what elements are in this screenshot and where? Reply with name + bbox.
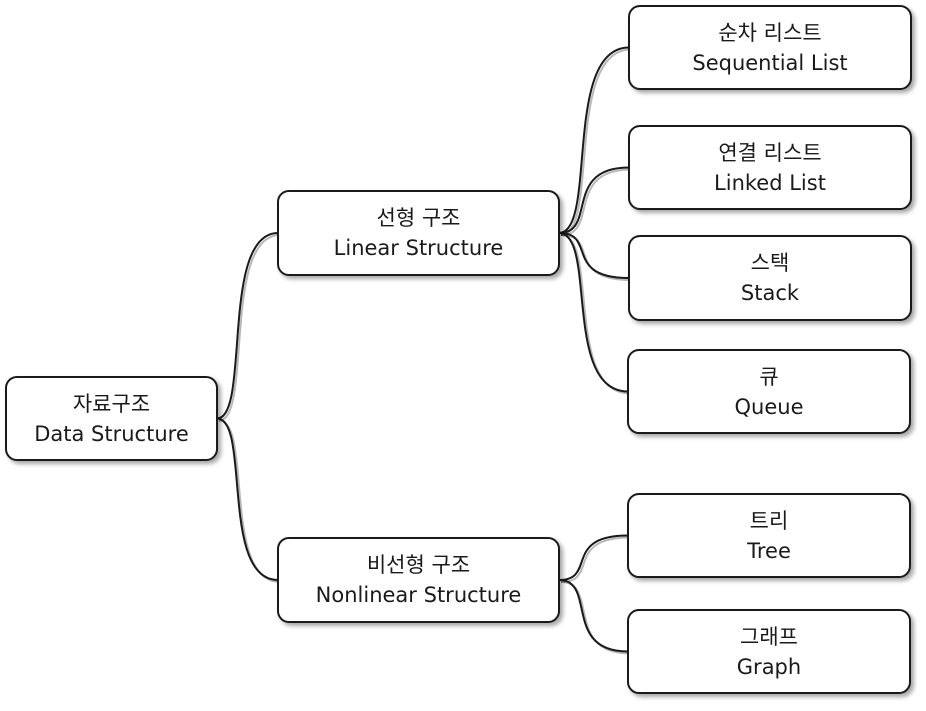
node-linked-list: 연결 리스트 Linked List: [628, 125, 912, 210]
connector-nonlinear-graph-shadow: [560, 581, 631, 655]
node-linked-list-korean: 연결 리스트: [718, 140, 822, 165]
node-linear-structure: 선형 구조 Linear Structure: [277, 190, 560, 276]
node-queue: 큐 Queue: [627, 349, 911, 434]
node-sequential-list-english: Sequential List: [692, 50, 848, 75]
node-tree: 트리 Tree: [627, 493, 911, 578]
node-nonlinear-structure-korean: 비선형 구조: [366, 553, 471, 577]
node-linear-structure-english: Linear Structure: [333, 236, 504, 260]
node-linked-list-english: Linked List: [714, 170, 826, 195]
connector-linear-stack: [558, 232, 630, 279]
node-sequential-list-korean: 순차 리스트: [718, 20, 822, 45]
node-data-structure-korean: 자료구조: [72, 391, 151, 416]
connector-nonlinear-tree: [558, 534, 629, 581]
node-graph: 그래프 Graph: [627, 609, 911, 694]
connector-nonlinear-tree-shadow: [560, 536, 631, 583]
node-stack: 스택 Stack: [628, 235, 912, 321]
node-data-structure-english: Data Structure: [34, 421, 189, 446]
node-queue-english: Queue: [734, 394, 804, 419]
connector-root-linear-shadow: [218, 234, 281, 422]
node-nonlinear-structure-english: Nonlinear Structure: [315, 583, 522, 607]
node-linear-structure-korean: 선형 구조: [376, 206, 461, 230]
connector-linear-linked: [558, 166, 630, 234]
node-graph-english: Graph: [736, 654, 802, 679]
node-tree-english: Tree: [747, 538, 791, 563]
node-graph-korean: 그래프: [740, 624, 798, 649]
connector-root-linear: [216, 232, 279, 420]
connector-nonlinear-graph: [558, 579, 629, 653]
connector-linear-linked-shadow: [560, 168, 632, 236]
connector-linear-sequential: [558, 46, 630, 234]
node-stack-korean: 스택: [750, 251, 790, 275]
node-nonlinear-structure: 비선형 구조 Nonlinear Structure: [277, 537, 560, 623]
node-data-structure: 자료구조 Data Structure: [5, 376, 218, 461]
connector-linear-queue: [558, 232, 629, 393]
connector-root-nonlinear: [216, 417, 279, 581]
node-stack-english: Stack: [740, 281, 800, 305]
node-sequential-list: 순차 리스트 Sequential List: [628, 5, 912, 90]
node-queue-korean: 큐: [759, 364, 779, 389]
node-tree-korean: 트리: [749, 508, 789, 533]
connector-linear-sequential-shadow: [560, 48, 632, 236]
